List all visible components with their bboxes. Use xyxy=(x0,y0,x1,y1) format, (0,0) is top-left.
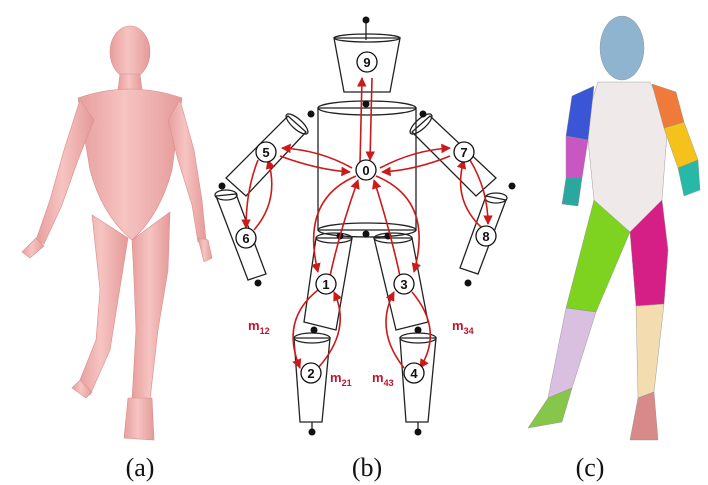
segmented-body-c xyxy=(528,16,700,440)
svg-text:1: 1 xyxy=(322,277,329,292)
left-arm-a xyxy=(36,100,94,244)
node-2: 2 xyxy=(301,363,321,383)
part-forearm-right xyxy=(664,122,698,168)
caption-b: (b) xyxy=(352,453,382,482)
node-5: 5 xyxy=(256,142,276,162)
head-a xyxy=(110,26,150,78)
svg-text:8: 8 xyxy=(482,229,489,244)
part-shin-left xyxy=(548,308,596,398)
right-arm-a xyxy=(168,100,206,242)
neck-a xyxy=(118,74,142,90)
svg-text:5: 5 xyxy=(262,145,269,160)
caption-c: (c) xyxy=(576,453,605,482)
node-1: 1 xyxy=(316,274,336,294)
svg-text:4: 4 xyxy=(410,366,418,381)
joint-dots xyxy=(219,17,516,436)
label-m34: m34 xyxy=(452,318,474,336)
right-leg-a xyxy=(132,212,170,400)
right-hand-a xyxy=(198,238,212,262)
node-8: 8 xyxy=(476,226,496,246)
node-0: 0 xyxy=(356,160,376,180)
body-mesh-a xyxy=(22,26,212,440)
node-7: 7 xyxy=(454,142,474,162)
caption-a: (a) xyxy=(126,453,155,482)
node-6: 6 xyxy=(236,228,256,248)
svg-text:2: 2 xyxy=(307,366,314,381)
part-forearm-left xyxy=(566,136,588,178)
label-m12: m12 xyxy=(248,318,270,336)
svg-text:9: 9 xyxy=(363,55,370,70)
part-head xyxy=(600,16,644,80)
right-foot-a xyxy=(124,398,154,440)
node-4: 4 xyxy=(404,363,424,383)
label-m43: m43 xyxy=(372,370,394,388)
svg-text:0: 0 xyxy=(362,163,369,178)
left-leg-a xyxy=(78,215,128,395)
label-m21: m21 xyxy=(330,370,352,388)
node-3: 3 xyxy=(394,274,414,294)
svg-text:7: 7 xyxy=(460,145,467,160)
part-shin-right xyxy=(636,304,664,398)
part-foot-right xyxy=(630,392,658,440)
part-hand-left xyxy=(562,178,582,206)
edge-m21 xyxy=(318,292,340,368)
svg-text:3: 3 xyxy=(400,277,407,292)
svg-text:6: 6 xyxy=(242,231,249,246)
node-9: 9 xyxy=(357,52,377,72)
part-graph: 9 0 5 7 6 8 1 3 2 4 m12 m21 m34 m43 xyxy=(215,17,516,436)
